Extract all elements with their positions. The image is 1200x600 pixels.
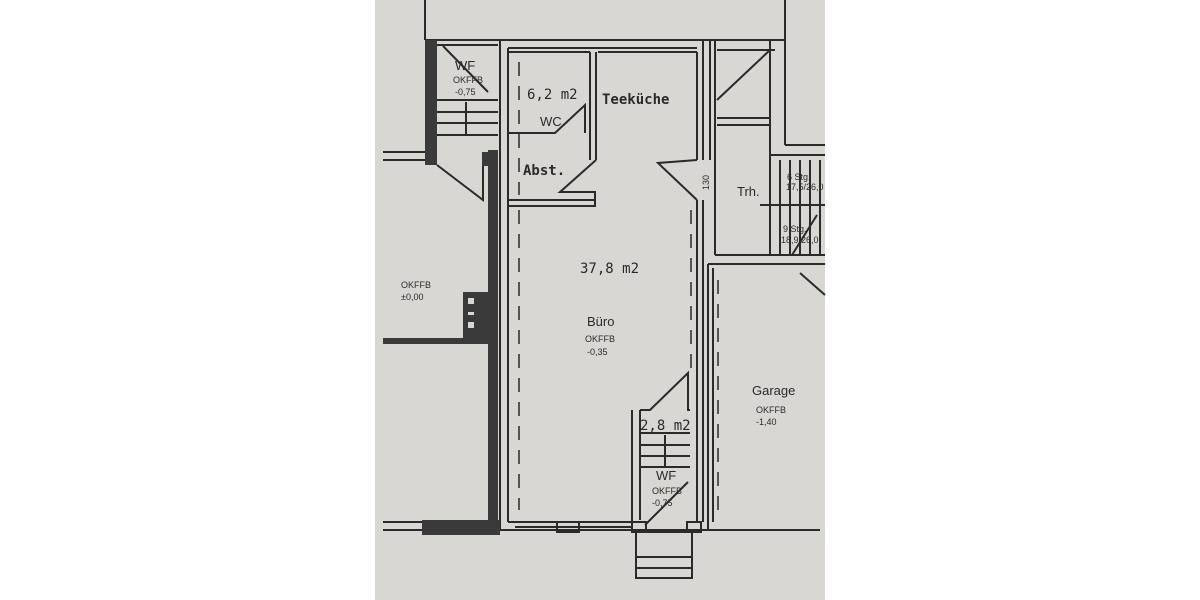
labels: WF OKFFB -0,75 6,2 m2 WC Abst. Teeküche … [401, 58, 824, 508]
buero-area: 37,8 m2 [580, 261, 639, 277]
buero-level: -0,35 [587, 347, 608, 357]
wf-top-name: WF [455, 58, 475, 73]
buero-name: Büro [587, 314, 614, 329]
dashed-lines [518, 62, 719, 510]
garage-level: -1,40 [756, 417, 777, 427]
wf-top-level-label: OKFFB [453, 75, 483, 85]
wf-bottom-level: -0,75 [652, 498, 673, 508]
left-level: ±0,00 [401, 292, 423, 302]
stair-lower-count: 9 Stg. [783, 224, 807, 234]
abst-name: Abst. [523, 163, 565, 179]
teekueche-name: Teeküche [602, 92, 669, 108]
wc-name: WC [540, 114, 562, 129]
left-level-label: OKFFB [401, 280, 431, 290]
trh-door-width: 130 [701, 175, 711, 190]
stair-upper-count: 6 Stg. [787, 172, 811, 182]
stair-lower-dims: 18,9/26,0 [781, 235, 819, 245]
paper-sheet [375, 0, 825, 600]
wf-top-level: -0,75 [455, 87, 476, 97]
buero-level-label: OKFFB [585, 334, 615, 344]
wf-bottom-level-label: OKFFB [652, 486, 682, 496]
garage-level-label: OKFFB [756, 405, 786, 415]
wc-area: 6,2 m2 [527, 87, 578, 103]
garage-name: Garage [752, 383, 795, 398]
wf-bottom-area: 2,8 m2 [640, 418, 691, 434]
trh-name: Trh. [737, 184, 760, 199]
stair-upper-dims: 17,5/26,0 [786, 182, 824, 192]
walls [383, 0, 826, 579]
wf-bottom-name: WF [656, 468, 676, 483]
